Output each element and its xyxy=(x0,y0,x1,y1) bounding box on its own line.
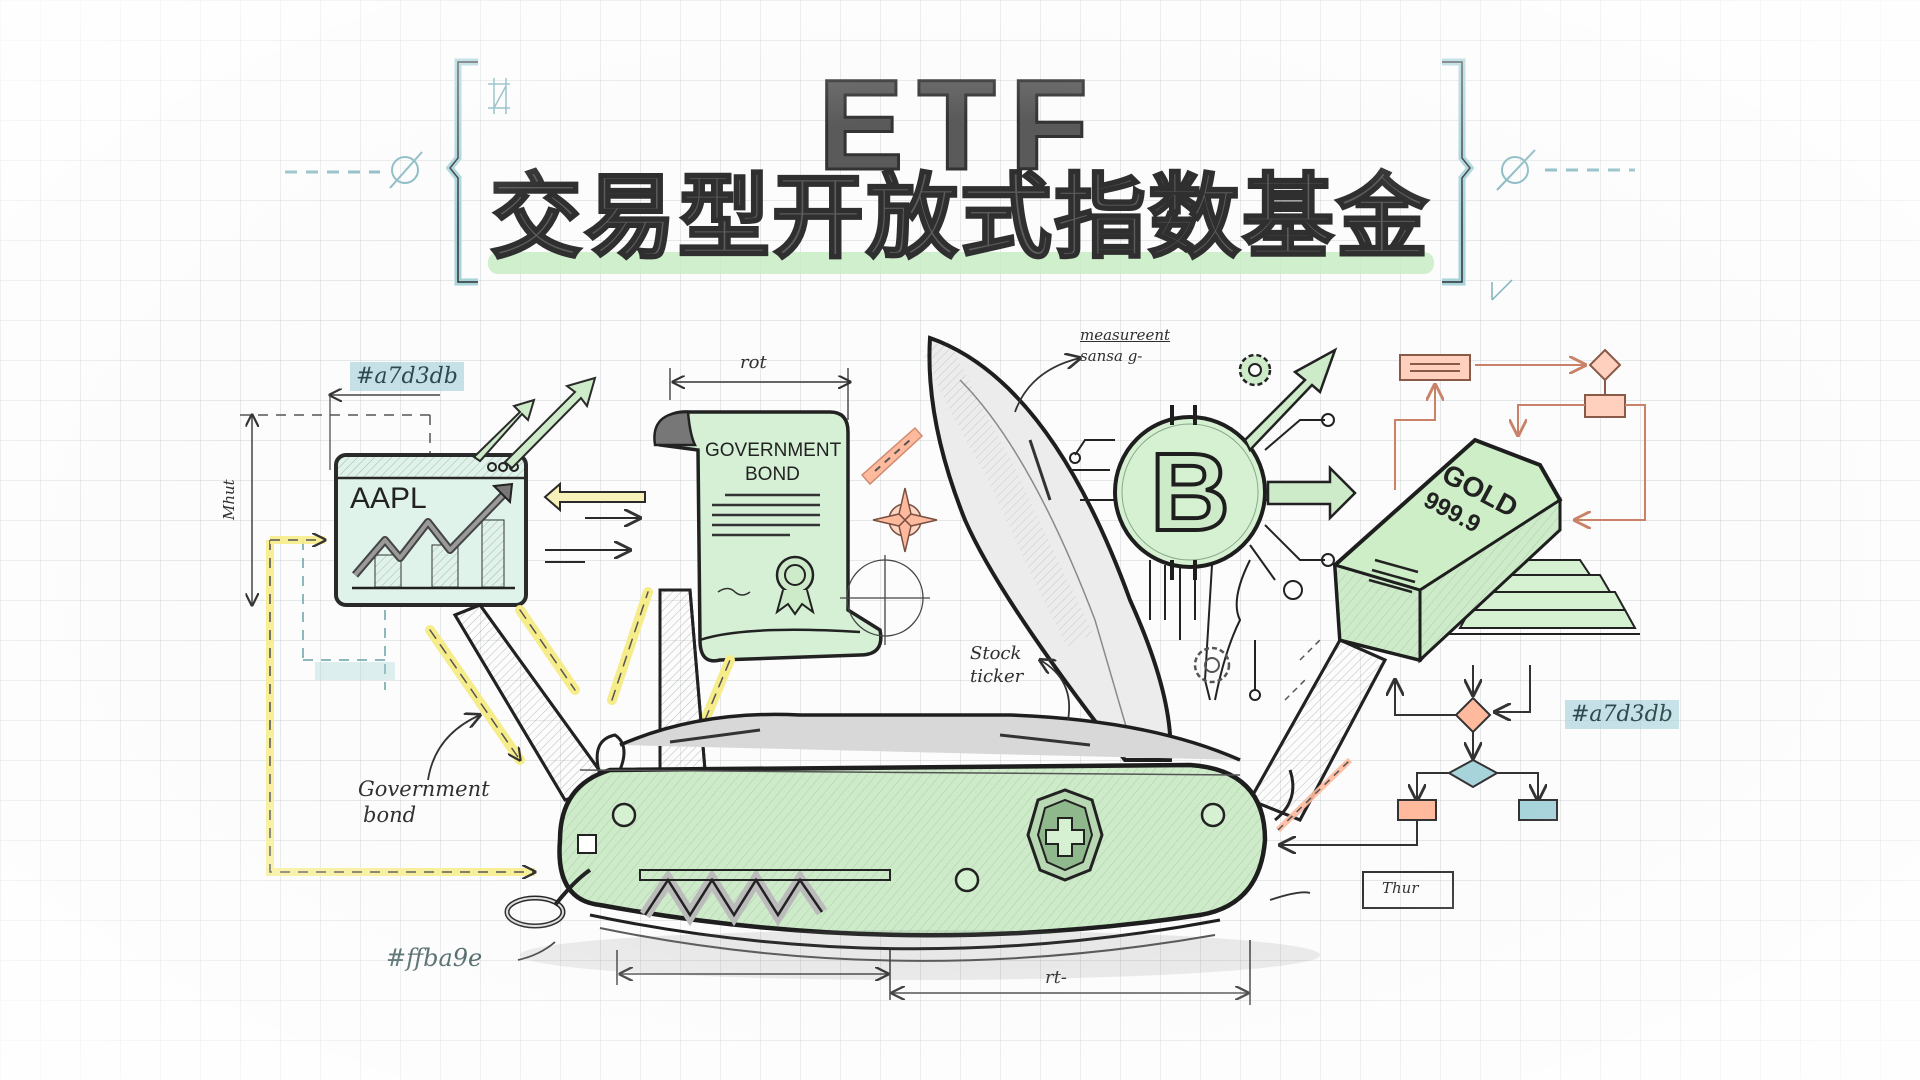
aapl-ticker-label: AAPL xyxy=(350,482,427,515)
knife-handle xyxy=(504,712,1268,962)
bond-label-line1: GOVERNMENT xyxy=(705,440,842,461)
left-dimension-guides xyxy=(240,395,535,872)
stock-ticker-annotation-line2: ticker xyxy=(970,666,1024,687)
salmon-pencil xyxy=(860,426,924,486)
bitcoin-symbol: B xyxy=(1150,431,1229,554)
measurement-arrow xyxy=(1014,358,1080,413)
dimension-label-bottom: rt- xyxy=(1045,967,1067,988)
hex-label-teal-left: #a7d3db xyxy=(350,362,464,391)
flowchart-bottom xyxy=(1280,665,1558,845)
measurement-annotation-line2: sansa g- xyxy=(1080,347,1143,365)
government-bond-annotation-line2: bond xyxy=(363,803,417,827)
signature-text: Thur xyxy=(1382,879,1419,897)
stock-ticker-annotation-line1: Stock xyxy=(970,643,1022,664)
flowchart-top xyxy=(1394,348,1646,520)
yellow-highlight-dashes xyxy=(425,587,735,765)
title-bracket-left xyxy=(285,58,510,286)
growth-arrows-left xyxy=(472,376,597,470)
annotation-arrows xyxy=(427,660,1311,961)
hex-label-salmon: #ffba9e xyxy=(386,944,483,972)
knife-main-blade xyxy=(921,335,1173,762)
title-highlight xyxy=(488,252,1434,274)
inflow-arrow xyxy=(543,481,646,563)
government-bond-scroll xyxy=(653,368,930,663)
knife-shadow xyxy=(520,930,1320,980)
bond-label-line2: BOND xyxy=(745,464,800,485)
title-chinese-subtitle: 交易型开放式指数基金 xyxy=(489,164,1430,271)
dimension-label-left: Mhut xyxy=(220,479,238,520)
knife-tool-right xyxy=(1247,638,1388,833)
title-etf: ETF xyxy=(817,54,1102,197)
aapl-chart-window xyxy=(334,453,528,607)
bitcoin-chip: B xyxy=(1069,347,1357,701)
gold-bar: GOLD 999.9 xyxy=(1332,437,1640,664)
signature-box xyxy=(1362,871,1454,909)
compass-rose-icon xyxy=(872,487,938,553)
title-bracket-right xyxy=(1442,58,1635,301)
dimension-label-top: rot xyxy=(740,352,767,373)
hex-label-teal-right: #a7d3db xyxy=(1565,700,1679,729)
measurement-annotation-line1: measureent xyxy=(1080,326,1171,344)
bottom-dimensions xyxy=(616,940,1251,1005)
government-bond-annotation-line1: Government xyxy=(358,777,490,801)
